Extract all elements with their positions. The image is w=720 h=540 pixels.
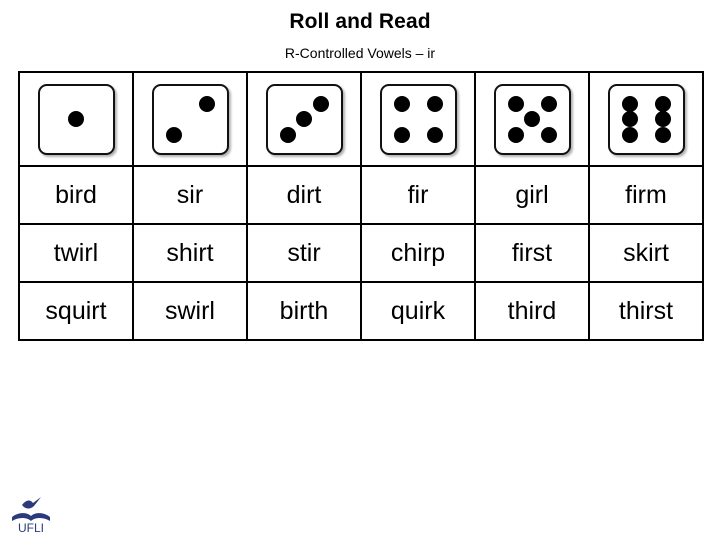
word-cell[interactable]: dirt — [246, 165, 362, 225]
ufli-logo-text: UFLI — [18, 521, 44, 534]
die-pip — [621, 95, 638, 112]
word-text: thirst — [618, 297, 674, 325]
word-cell[interactable]: third — [474, 281, 590, 341]
die-pip — [654, 126, 671, 143]
word-cell[interactable]: sir — [132, 165, 248, 225]
word-cell[interactable]: shirt — [132, 223, 248, 283]
word-text: twirl — [53, 239, 99, 267]
die-pip — [426, 126, 443, 143]
die-pip — [524, 111, 540, 127]
die-pip — [540, 95, 557, 112]
word-text: stir — [287, 239, 321, 267]
word-cell[interactable]: thirst — [588, 281, 704, 341]
dice-cell-3 — [246, 71, 362, 167]
die-pip — [393, 126, 410, 143]
book-right-page-icon — [31, 513, 50, 521]
word-cell[interactable]: first — [474, 223, 590, 283]
die-5-icon — [493, 83, 571, 155]
word-cell[interactable]: chirp — [360, 223, 476, 283]
word-text: shirt — [166, 239, 214, 267]
word-cell[interactable]: firm — [588, 165, 704, 225]
word-text: squirt — [45, 297, 107, 325]
die-pip — [426, 95, 443, 112]
die-pip — [312, 95, 329, 112]
die-4-icon — [379, 83, 457, 155]
die-pip — [279, 126, 296, 143]
die-pip — [654, 95, 671, 112]
word-cell[interactable]: swirl — [132, 281, 248, 341]
die-3-icon — [265, 83, 343, 155]
book-left-page-icon — [12, 513, 31, 521]
die-pip — [296, 111, 312, 127]
die-pip — [165, 126, 182, 143]
die-6-icon — [607, 83, 685, 155]
die-pip — [621, 111, 638, 127]
word-text: sir — [176, 181, 204, 209]
word-cell[interactable]: quirk — [360, 281, 476, 341]
word-row-3: squirt swirl birth quirk third thirst — [18, 281, 704, 341]
word-text: first — [511, 239, 553, 267]
dice-cell-4 — [360, 71, 476, 167]
word-cell[interactable]: squirt — [18, 281, 134, 341]
die-pip — [621, 126, 638, 143]
word-text: dirt — [286, 181, 322, 209]
word-cell[interactable]: bird — [18, 165, 134, 225]
die-pip — [540, 126, 557, 143]
dice-cell-1 — [18, 71, 134, 167]
page-title: Roll and Read — [289, 10, 431, 33]
word-text: birth — [279, 297, 329, 325]
die-pip — [654, 111, 671, 127]
roll-and-read-table: bird sir dirt fir girl firm twirl shirt … — [18, 71, 704, 341]
word-text: skirt — [623, 239, 669, 267]
die-1-icon — [37, 83, 115, 155]
dice-cell-6 — [588, 71, 704, 167]
word-cell[interactable]: girl — [474, 165, 590, 225]
word-text: firm — [625, 181, 667, 209]
dice-header-row — [18, 71, 704, 167]
die-pip — [393, 95, 410, 112]
die-pip — [507, 126, 524, 143]
dice-cell-2 — [132, 71, 248, 167]
word-text: third — [507, 297, 557, 325]
ufli-logo-mark: UFLI — [12, 497, 50, 534]
word-text: girl — [515, 181, 549, 209]
word-text: fir — [407, 181, 429, 209]
die-pip — [68, 111, 84, 127]
bird-icon — [22, 497, 41, 509]
word-text: bird — [55, 181, 97, 209]
die-pip — [198, 95, 215, 112]
ufli-logo: UFLI — [8, 494, 56, 534]
die-2-icon — [151, 83, 229, 155]
word-cell[interactable]: twirl — [18, 223, 134, 283]
word-cell[interactable]: fir — [360, 165, 476, 225]
word-row-2: twirl shirt stir chirp first skirt — [18, 223, 704, 283]
die-pip — [507, 95, 524, 112]
word-text: chirp — [390, 239, 446, 267]
word-text: swirl — [165, 297, 215, 325]
dice-cell-5 — [474, 71, 590, 167]
word-cell[interactable]: birth — [246, 281, 362, 341]
page-subtitle: R-Controlled Vowels – ir — [284, 45, 436, 61]
word-row-1: bird sir dirt fir girl firm — [18, 165, 704, 225]
word-text: quirk — [390, 297, 446, 325]
word-cell[interactable]: stir — [246, 223, 362, 283]
word-cell[interactable]: skirt — [588, 223, 704, 283]
